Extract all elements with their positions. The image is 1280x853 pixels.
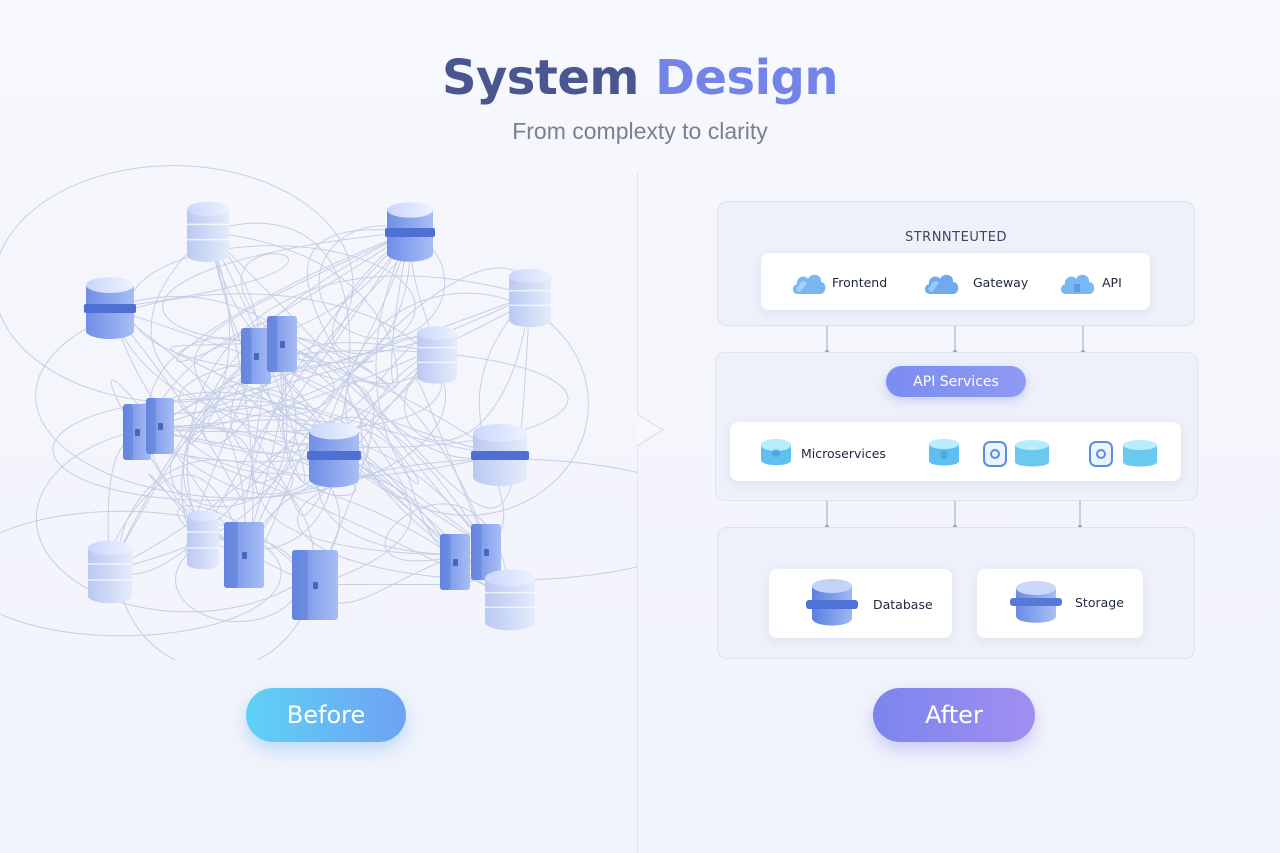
microservice-icon [1015, 440, 1049, 467]
database-cylinder-icon [385, 202, 435, 262]
before-button[interactable]: Before [246, 688, 406, 742]
api-label: API [1102, 275, 1122, 290]
microservice-icon [1123, 440, 1157, 467]
database-cylinder-icon [509, 269, 551, 327]
after-button[interactable]: After [873, 688, 1035, 742]
microservices-label: Microservices [801, 446, 886, 461]
connection-loop [178, 349, 569, 448]
connection-wire [207, 222, 351, 456]
center-divider [637, 172, 638, 853]
connection-loop [35, 293, 447, 499]
gateway-label: Gateway [973, 275, 1029, 290]
server-icon [292, 550, 338, 620]
database-cylinder-icon [485, 569, 535, 631]
connection-wire [150, 231, 335, 456]
database-cylinder-icon [187, 510, 219, 570]
frontend-label: Frontend [832, 275, 888, 290]
microservice-icon [929, 439, 959, 466]
connection-loop [0, 165, 354, 403]
connection-loop [52, 398, 369, 501]
database-cylinder-icon [88, 540, 132, 604]
connection-wire [109, 231, 411, 502]
server-icon [123, 404, 151, 460]
server-icon [471, 524, 501, 580]
cloud-icon [924, 274, 959, 294]
connection-wire [179, 453, 511, 599]
microservice-icon [1089, 441, 1113, 467]
connection-wire [162, 231, 411, 343]
database-cylinder-icon [84, 277, 136, 339]
connection-loop [345, 292, 589, 516]
title-word-system: System [441, 50, 639, 106]
connection-loop [318, 225, 446, 340]
connection-wire [146, 349, 374, 431]
database-cylinder-icon [417, 326, 457, 384]
connection-wire [243, 476, 412, 586]
cloud-icon [792, 274, 826, 294]
page-title: System Design [0, 50, 1280, 106]
database-card [769, 569, 952, 638]
database-cylinder-icon [187, 202, 229, 262]
connection-wire [109, 253, 290, 343]
database-cylinder-icon [471, 424, 529, 486]
connection-wire [186, 275, 531, 539]
page-subtitle: From complexty to clarity [512, 118, 768, 144]
chaos-diagram [0, 165, 637, 660]
connection-wire [207, 231, 531, 509]
database-cylinder-icon [1010, 581, 1062, 623]
connection-loop [0, 510, 282, 637]
chaos-nodes [84, 202, 551, 631]
connection-wire [188, 231, 281, 445]
api-services-badge: API Services [886, 366, 1026, 397]
connection-wire [279, 341, 511, 599]
connection-wire [279, 231, 419, 485]
connection-wire [207, 231, 306, 484]
connection-wire [207, 231, 375, 586]
microservice-icon [761, 439, 791, 466]
connection-loop [35, 425, 341, 613]
server-icon [241, 328, 271, 384]
microservice-icon [983, 441, 1007, 467]
storage-label: Storage [1075, 595, 1124, 610]
server-icon [267, 316, 297, 372]
server-icon [440, 534, 470, 590]
cloud-icon [1060, 274, 1095, 294]
connection-wire [169, 341, 281, 556]
connection-wire [202, 231, 411, 444]
database-label: Database [873, 597, 933, 612]
title-word-design: Design [655, 50, 839, 106]
database-cylinder-icon [307, 422, 361, 488]
connection-wire [193, 231, 411, 556]
structured-heading: STRNNTEUTED [904, 230, 1007, 245]
server-icon [146, 398, 174, 454]
database-cylinder-icon [806, 579, 858, 626]
server-icon [224, 522, 264, 588]
connection-wire [170, 341, 489, 549]
divider-arrow-icon [637, 414, 665, 446]
